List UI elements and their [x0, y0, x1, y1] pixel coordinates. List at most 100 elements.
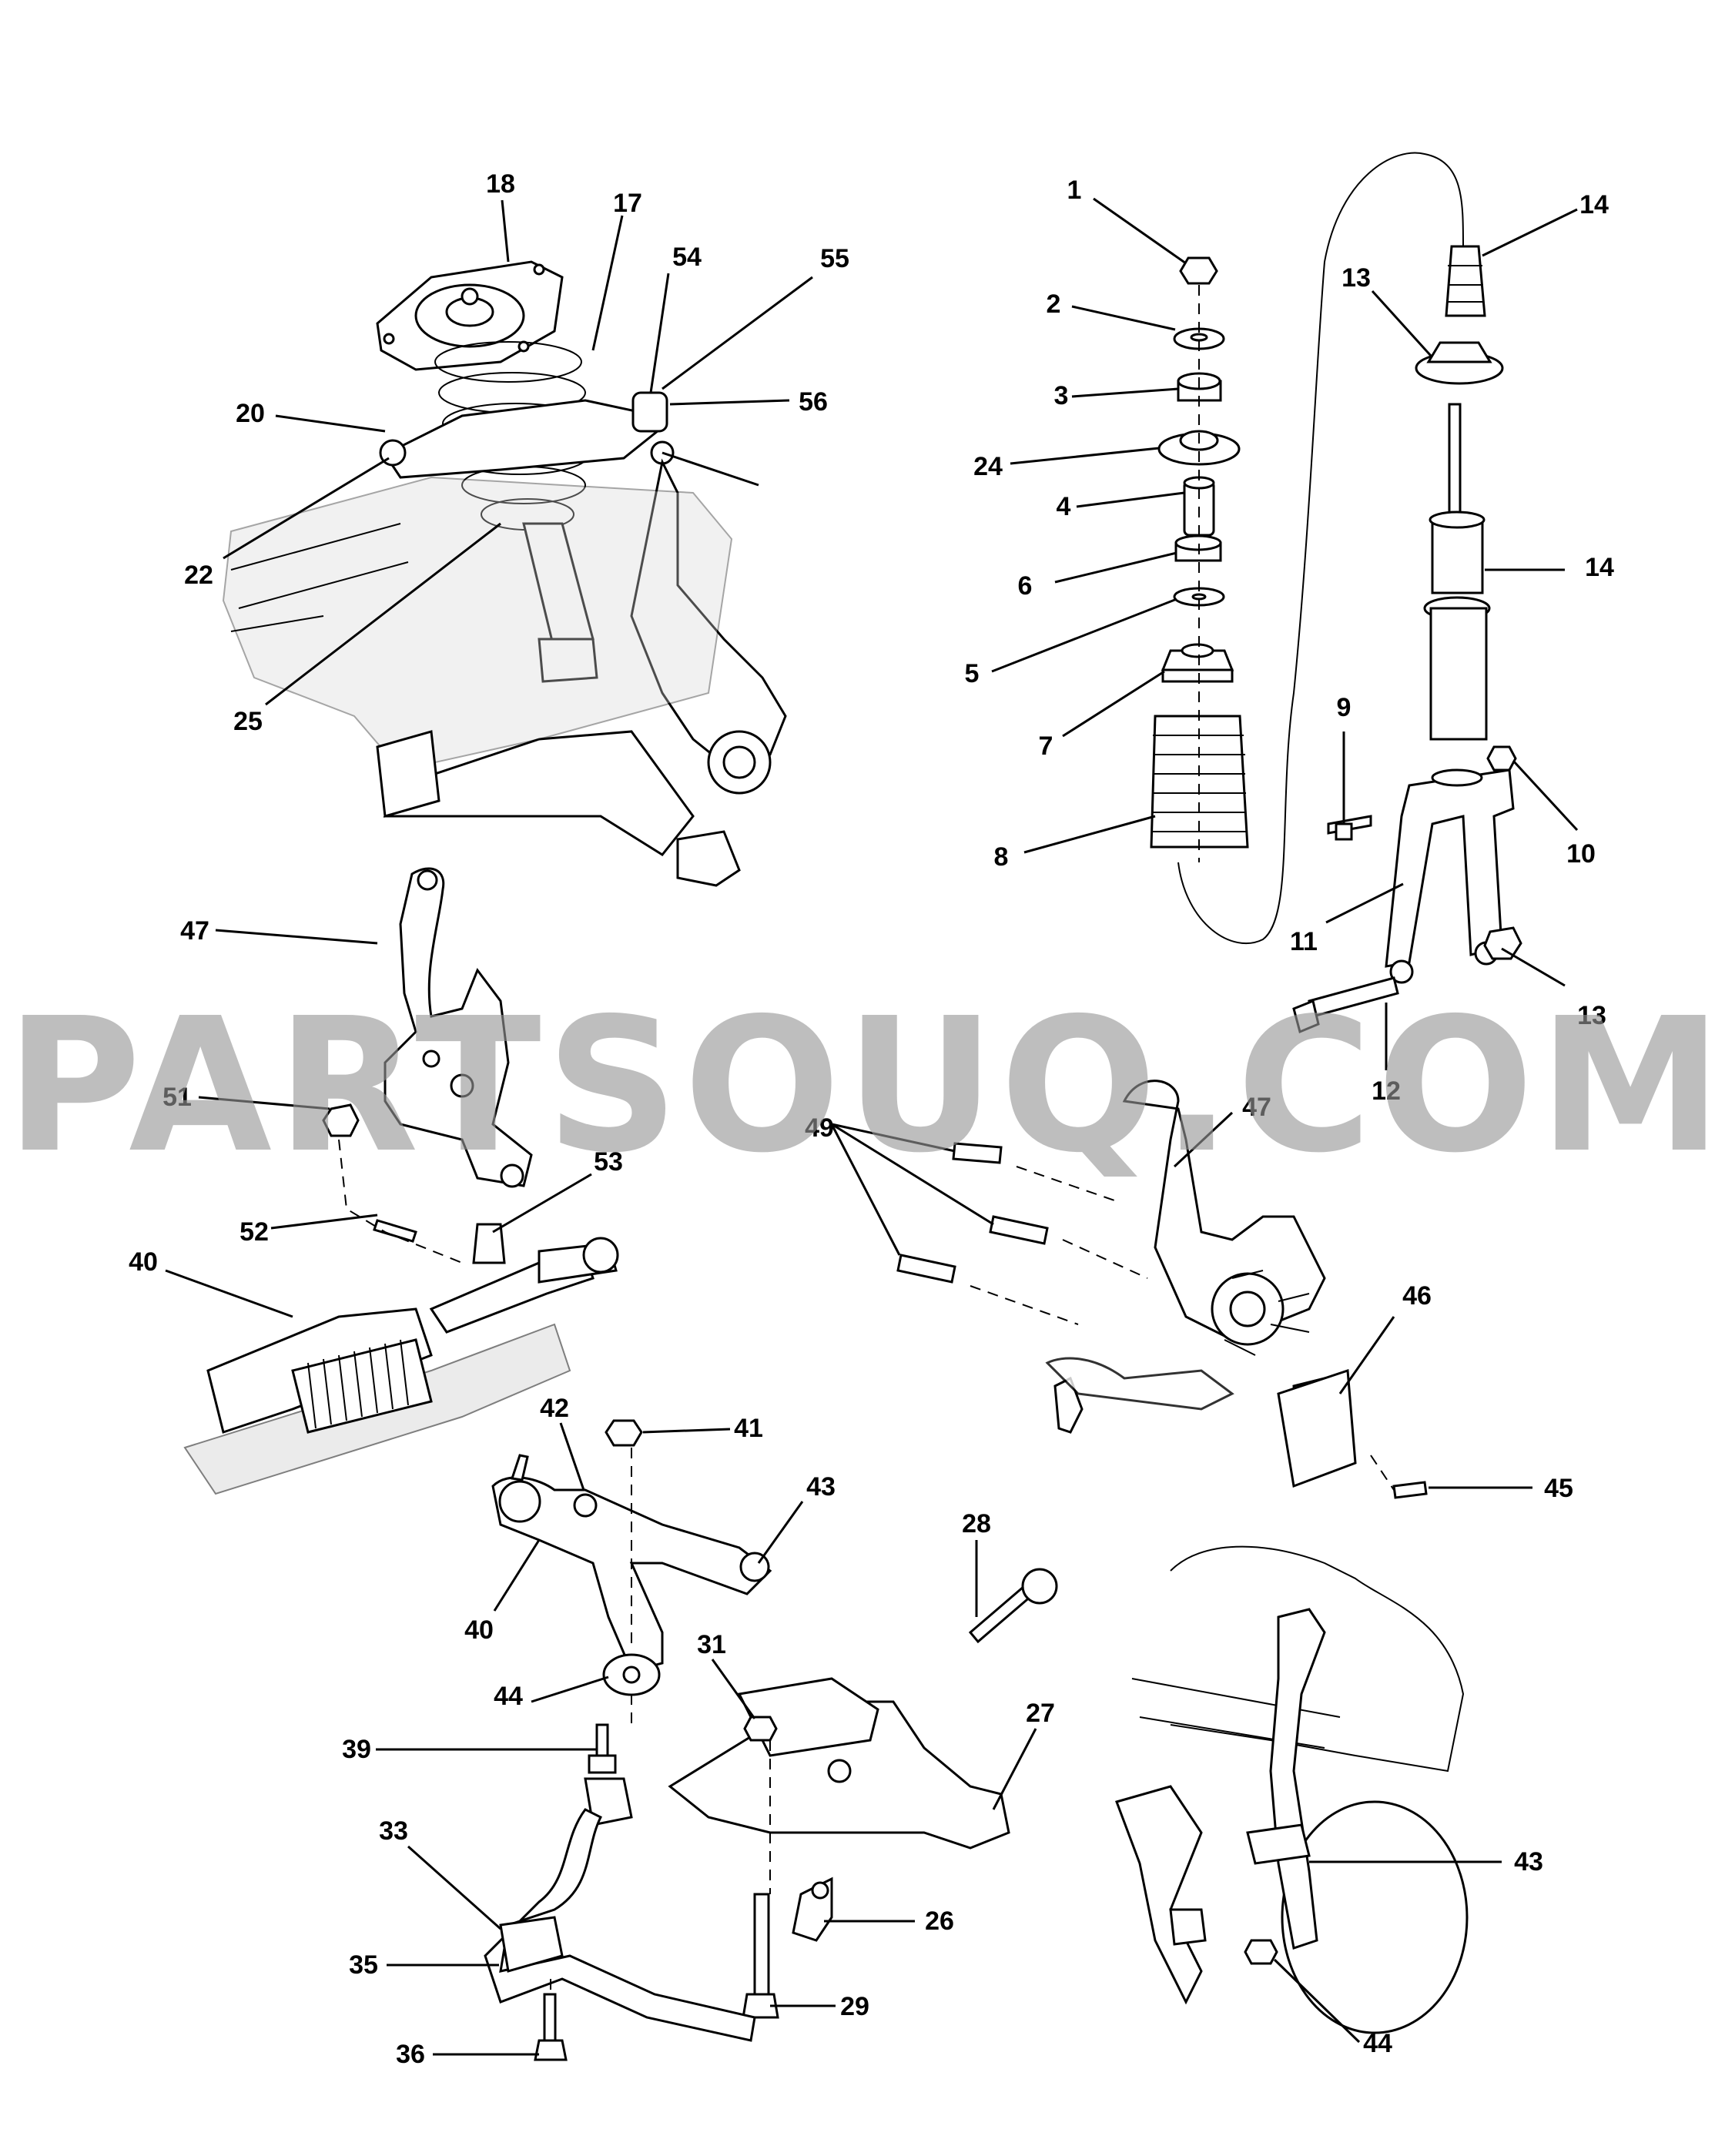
callout-30: 31 [697, 1630, 726, 1659]
callout-50: 51 [162, 1083, 192, 1112]
callout-24: 24 [973, 452, 1003, 481]
callout-49: 49 [805, 1113, 834, 1143]
callout-31: 33 [379, 1816, 408, 1846]
callout-51: 52 [239, 1217, 269, 1247]
callout-2: 2 [1047, 290, 1061, 319]
callout-14: 14 [1585, 553, 1614, 582]
leader-line-50 [198, 1096, 330, 1110]
callout-4: 4 [1057, 492, 1071, 521]
callout-5: 5 [965, 659, 980, 688]
leader-line-40 [559, 1422, 585, 1491]
leader-line-6 [1054, 551, 1177, 584]
callout-35: 36 [396, 2040, 425, 2069]
leader-line-8 [1023, 815, 1156, 854]
leader-line-42 [531, 1676, 609, 1703]
callout-10: 10 [1566, 839, 1596, 869]
callout-36: 39 [342, 1735, 371, 1764]
leader-line-2 [1071, 305, 1176, 331]
callout-13: 13 [1577, 1001, 1606, 1030]
leader-line-31 [407, 1845, 501, 1930]
callout-40: 42 [540, 1394, 569, 1423]
leader-line-54 [662, 276, 813, 390]
leader-line-24 [1010, 447, 1160, 465]
leader-line-13 [1501, 947, 1566, 987]
leader-line-56 [662, 451, 759, 487]
leader-lines [165, 197, 1579, 2056]
callout-29: 29 [840, 1992, 869, 2021]
strut-assembly-illustration [222, 260, 787, 887]
leader-line-53 [649, 273, 670, 393]
callout-3: 3 [1054, 381, 1069, 410]
strut-exploded-stack-illustration [1150, 152, 1522, 1034]
callout-41: 43 [806, 1472, 836, 1502]
leader-line-19 [591, 215, 624, 351]
callout-43: 43 [1514, 1847, 1543, 1876]
callout-54: 55 [820, 244, 849, 273]
callout-47-lower: 47 [1242, 1093, 1271, 1122]
callout-23: 22 [184, 561, 213, 590]
leader-line-1 [1093, 197, 1187, 265]
callout-12: 12 [1372, 1076, 1401, 1106]
callout-9: 9 [1337, 693, 1352, 722]
callout-17: 13 [1341, 263, 1371, 293]
leader-line-20 [501, 199, 510, 263]
leader-line-4 [1076, 491, 1185, 508]
callout-55: 56 [799, 387, 828, 417]
leader-line-37-lower [493, 1539, 541, 1612]
leader-line-30 [711, 1659, 756, 1719]
callout-11: 11 [1290, 927, 1318, 956]
leader-line-49a [831, 1123, 956, 1153]
leader-line-37-upper [165, 1269, 293, 1318]
callout-7: 7 [1039, 732, 1053, 761]
leader-line-39 [642, 1428, 731, 1434]
callout-18: 14 [1579, 190, 1609, 219]
leader-line-3 [1071, 387, 1179, 398]
leader-line-10 [1512, 759, 1579, 832]
knuckle-tie-rod-illustration [183, 867, 619, 1495]
callout-52: 53 [594, 1147, 623, 1177]
leader-line-49b [831, 1123, 994, 1226]
callout-45: 45 [1544, 1474, 1573, 1503]
callout-37-upper: 40 [129, 1247, 158, 1277]
leader-line-5 [991, 598, 1177, 673]
leader-line-18 [1482, 208, 1578, 257]
callout-26: 26 [925, 1907, 954, 1936]
callout-19: 17 [613, 189, 642, 218]
callout-28: 28 [962, 1509, 991, 1538]
leader-line-23 [223, 457, 390, 560]
callout-39: 41 [734, 1414, 763, 1443]
callout-53: 54 [672, 243, 702, 272]
leader-line-51 [270, 1214, 378, 1230]
callout-22: 20 [236, 399, 265, 428]
callout-numbers: 18 17 54 55 56 20 22 25 1 2 3 24 4 6 5 7… [129, 169, 1614, 2069]
callout-47-upper: 47 [180, 916, 209, 946]
callout-33: 35 [349, 1950, 378, 1980]
callout-25: 25 [233, 707, 263, 736]
hub-knuckle-illustration [896, 1080, 1428, 1499]
leader-line-47-upper [215, 929, 378, 945]
leader-line-44 [1273, 1958, 1361, 2044]
callout-6: 6 [1018, 571, 1033, 601]
callout-42: 44 [494, 1682, 523, 1711]
leader-line-25 [265, 522, 501, 706]
leader-line-46 [1338, 1316, 1395, 1394]
leader-line-47-lower [1173, 1111, 1234, 1168]
callout-44: 44 [1363, 2029, 1392, 2058]
leader-line-55 [669, 399, 790, 406]
leader-line-11 [1325, 882, 1404, 924]
leader-line-41 [757, 1501, 804, 1564]
callout-46: 46 [1402, 1281, 1432, 1311]
leader-line-17 [1371, 290, 1432, 357]
callout-27: 27 [1026, 1699, 1055, 1728]
callout-37-lower: 40 [464, 1615, 494, 1645]
leader-line-22 [275, 414, 386, 433]
callout-1: 1 [1067, 176, 1082, 205]
lower-arm-stabilizer-illustration [484, 1419, 1058, 2061]
leader-line-7 [1062, 670, 1165, 738]
leader-line-52 [492, 1173, 592, 1234]
leader-line-49c [830, 1123, 901, 1256]
callout-8: 8 [994, 842, 1009, 872]
callout-20: 18 [486, 169, 515, 199]
stabilizer-link-installed-illustration [1115, 1545, 1469, 2034]
